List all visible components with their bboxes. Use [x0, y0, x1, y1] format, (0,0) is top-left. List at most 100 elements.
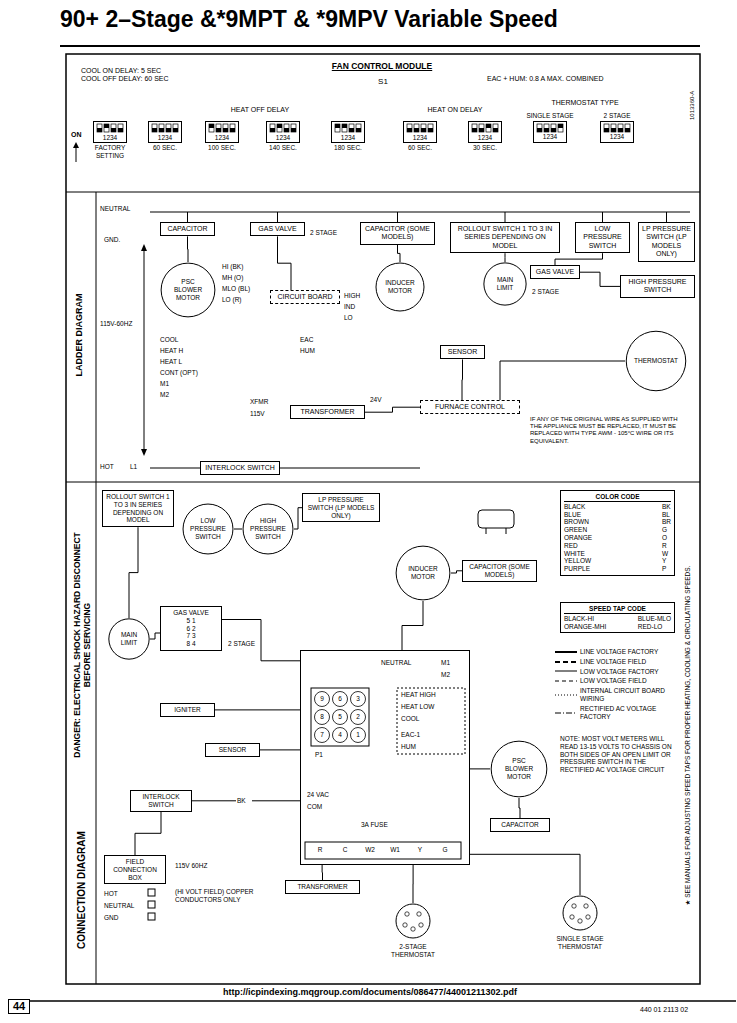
- switch-slot: [284, 124, 289, 132]
- circle-shape: [161, 263, 215, 317]
- rail-drop: [188, 212, 667, 222]
- pressure-switch-box: LP PRESSURE SWITCH (LP MODELS ONLY): [638, 222, 695, 262]
- switch-slot: [270, 124, 275, 132]
- capacitor-terminal: [486, 528, 506, 534]
- drawing-number: 1013360-A: [689, 60, 696, 120]
- switch-slot: [104, 124, 109, 132]
- group-label: HEAT OFF DELAY: [205, 106, 315, 114]
- panel-text: S1: [372, 77, 394, 87]
- legend-line-sample: [555, 710, 577, 716]
- circle-shape: [243, 504, 293, 554]
- switch-knob: [166, 128, 171, 132]
- note: (HI VOLT FIELD) COPPER CONDUCTORS ONLY: [175, 888, 255, 904]
- legend-row: LOW VOLTAGE FIELD: [555, 677, 680, 685]
- component-name: 8 4: [164, 640, 218, 648]
- board-text: 2: [351, 713, 365, 721]
- component-name: CAPACITOR: [494, 821, 546, 829]
- switch-slot: [342, 124, 347, 132]
- thermostat-symbol: THERMOSTAT: [625, 330, 687, 392]
- connector-pin: [333, 692, 348, 707]
- board-text: 8: [315, 713, 329, 721]
- dip-switch: SINGLE STAGE1234: [524, 112, 576, 144]
- section-divider: [66, 192, 700, 193]
- switch-knob: [230, 128, 235, 132]
- switch-slot: [537, 124, 542, 132]
- table-cell: BK: [662, 503, 671, 511]
- connector-pin: [351, 692, 366, 707]
- capacitor-symbol: [478, 510, 514, 528]
- switch-knob: [118, 128, 123, 132]
- thermostat-terminal: [403, 923, 407, 927]
- switch-slot: [486, 124, 491, 132]
- terminal-label: GND.: [104, 236, 134, 244]
- motor-symbol: PSC BLOWER MOTOR: [160, 262, 216, 318]
- thermostat-terminal: [584, 904, 588, 908]
- terminal-label: M2: [160, 391, 215, 399]
- wire: [555, 253, 603, 265]
- table-cell: BLUE: [564, 511, 656, 519]
- capacitor-box: CAPACITOR: [490, 818, 550, 832]
- interlock-switch-box: INTERLOCK SWITCH: [130, 790, 192, 812]
- switch-knob: [544, 128, 549, 132]
- switch-knob: [407, 128, 412, 132]
- dip-switch: 123460 SEC.: [394, 120, 446, 152]
- table-cell: BLACK-HI: [564, 615, 632, 623]
- switch-knob: [284, 128, 289, 132]
- table-cell: RED: [564, 542, 656, 550]
- wire: [322, 865, 323, 880]
- thermostat-terminal: [578, 919, 582, 923]
- component-name: GAS VALVE: [254, 225, 301, 233]
- board-text: 3: [351, 695, 365, 703]
- circle-shape: [376, 263, 424, 311]
- capacitor-box: CAPACITOR: [160, 222, 215, 236]
- thermostat-terminal: [405, 912, 409, 916]
- switch-knob: [173, 128, 178, 132]
- switch-knob: [111, 128, 116, 132]
- legend-line-sample: [555, 678, 577, 684]
- legend: LINE VOLTAGE FACTORYLINE VOLTAGE FIELDLO…: [555, 648, 680, 722]
- connector-pin: [315, 692, 330, 707]
- table-cell: RED-LO: [638, 623, 671, 631]
- switch-slots: [94, 123, 126, 134]
- wire: [470, 768, 490, 769]
- table-heading: COLOR CODE: [564, 493, 671, 502]
- switch-knob: [558, 124, 563, 128]
- board-text: HEAT HIGH: [401, 691, 461, 699]
- switch-knob: [479, 128, 484, 132]
- table-cell: ORANGE-MHI: [564, 623, 632, 631]
- switch-slot: [618, 124, 623, 132]
- legend-line-stroke: [555, 651, 577, 653]
- connector-pin: [333, 710, 348, 725]
- component-name: TRANSFORMER: [289, 883, 356, 891]
- component-name: HIGH PRESSURE SWITCH: [250, 517, 286, 540]
- component-name: INTERLOCK SWITCH: [134, 793, 188, 809]
- switch-slot: [230, 124, 235, 132]
- connector-pin: [351, 710, 366, 725]
- circle-shape: [396, 546, 450, 600]
- note: IF ANY OF THE ORIGINAL WIRE AS SUPPLIED …: [530, 416, 690, 445]
- component-name: CAPACITOR (SOME MODELS): [466, 563, 533, 579]
- motor-symbol: INDUCER MOTOR: [395, 545, 451, 601]
- wire-label: 2 STAGE: [532, 288, 572, 296]
- setting-label: 60 SEC.: [394, 144, 446, 152]
- component-name: MAIN LIMIT: [490, 276, 520, 292]
- wire: [294, 508, 302, 529]
- pressure-switch-box: LOW PRESSURE SWITCH: [575, 222, 630, 253]
- table-cell: GREEN: [564, 526, 656, 534]
- switch-slot: [216, 124, 221, 132]
- section-title: LADDER DIAGRAM: [74, 270, 85, 400]
- motor-symbol: PSC BLOWER MOTOR: [490, 740, 548, 798]
- switch-number: 1234: [267, 135, 299, 142]
- setting-label: FACTORY SETTING: [84, 144, 136, 160]
- switch-knob: [209, 124, 214, 128]
- component-name: 7 3: [164, 632, 218, 640]
- board-text: W2: [361, 846, 379, 854]
- switch-knob: [97, 128, 102, 132]
- setting-label: 140 SEC.: [257, 144, 309, 152]
- component-name: LOW PRESSURE SWITCH: [190, 517, 226, 540]
- section-title: CONNECTION DIAGRAM: [76, 815, 88, 965]
- switch-slot: [414, 124, 419, 132]
- motor-symbol: INDUCER MOTOR: [375, 262, 425, 312]
- wire: [519, 798, 520, 818]
- table-cell: PURPLE: [564, 565, 656, 573]
